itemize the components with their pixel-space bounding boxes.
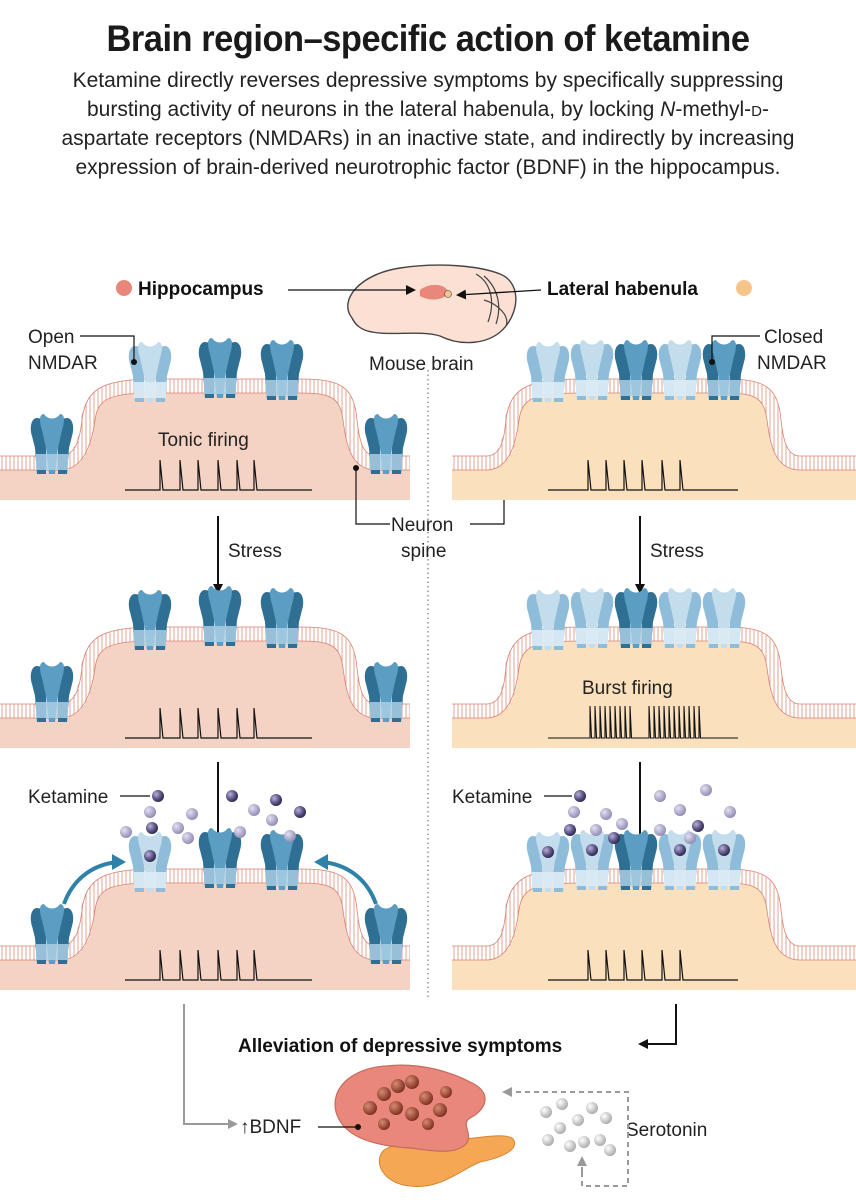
legend-hippocampus: Hippocampus [116, 279, 264, 300]
tonic-firing-label: Tonic firing [158, 430, 249, 451]
lateral-habenula-label: Lateral habenula [547, 279, 698, 300]
closed-nmdar-label-line2: NMDAR [757, 353, 827, 374]
hippocampus-panel-stress [0, 586, 410, 748]
serotonin-cluster [540, 1098, 616, 1156]
neuron-spine-label-line2: spine [401, 541, 446, 562]
ketamine-label-right: Ketamine [452, 787, 532, 808]
open-nmdar-label-line1: Open [28, 327, 74, 348]
figure-subtitle: Ketamine directly reverses depressive sy… [61, 69, 795, 179]
habenula-dot [736, 280, 752, 296]
hippocampus-panel-baseline: Tonic firing [0, 338, 410, 500]
bdnf-neuron-illustration [334, 1064, 516, 1187]
hippocampus-panel-ketamine [0, 828, 410, 990]
mouse-brain-label: Mouse brain [369, 354, 474, 375]
burst-firing-trace [548, 705, 738, 739]
legend-lateral-habenula: Lateral habenula [547, 279, 752, 300]
figure-title: Brain region–specific action of ketamine [106, 18, 750, 59]
neuron-spine-leader-left [355, 468, 390, 525]
habenula-panel-ketamine [452, 830, 856, 990]
serotonin-arrow [502, 1087, 629, 1187]
stress-label-left: Stress [228, 541, 282, 562]
open-nmdar-label-line2: NMDAR [28, 353, 98, 374]
ketamine-molecules-left [120, 790, 306, 844]
stress-label-right: Stress [650, 541, 704, 562]
habenula-panel-baseline [452, 340, 856, 500]
burst-firing-label: Burst firing [582, 678, 673, 699]
tonic-firing-trace [125, 459, 312, 491]
ketamine-molecules-right [564, 784, 736, 844]
neuron-spine-label-line1: Neuron [391, 515, 453, 536]
alleviation-arrow [638, 1004, 677, 1049]
hippocampus-dot [116, 280, 132, 296]
bdnf-label: ↑BDNF [240, 1117, 301, 1138]
bdnf-pathway-arrow [183, 1004, 238, 1129]
mouse-brain-illustration: Mouse brain [288, 264, 542, 375]
closed-nmdar-label-line1: Closed [764, 327, 823, 348]
habenula-panel-stress: Burst firing [452, 588, 856, 748]
alleviation-label: Alleviation of depressive symptoms [238, 1036, 562, 1057]
hippocampus-label: Hippocampus [138, 279, 264, 300]
ketamine-label-left: Ketamine [28, 787, 108, 808]
serotonin-label: Serotonin [626, 1120, 707, 1141]
